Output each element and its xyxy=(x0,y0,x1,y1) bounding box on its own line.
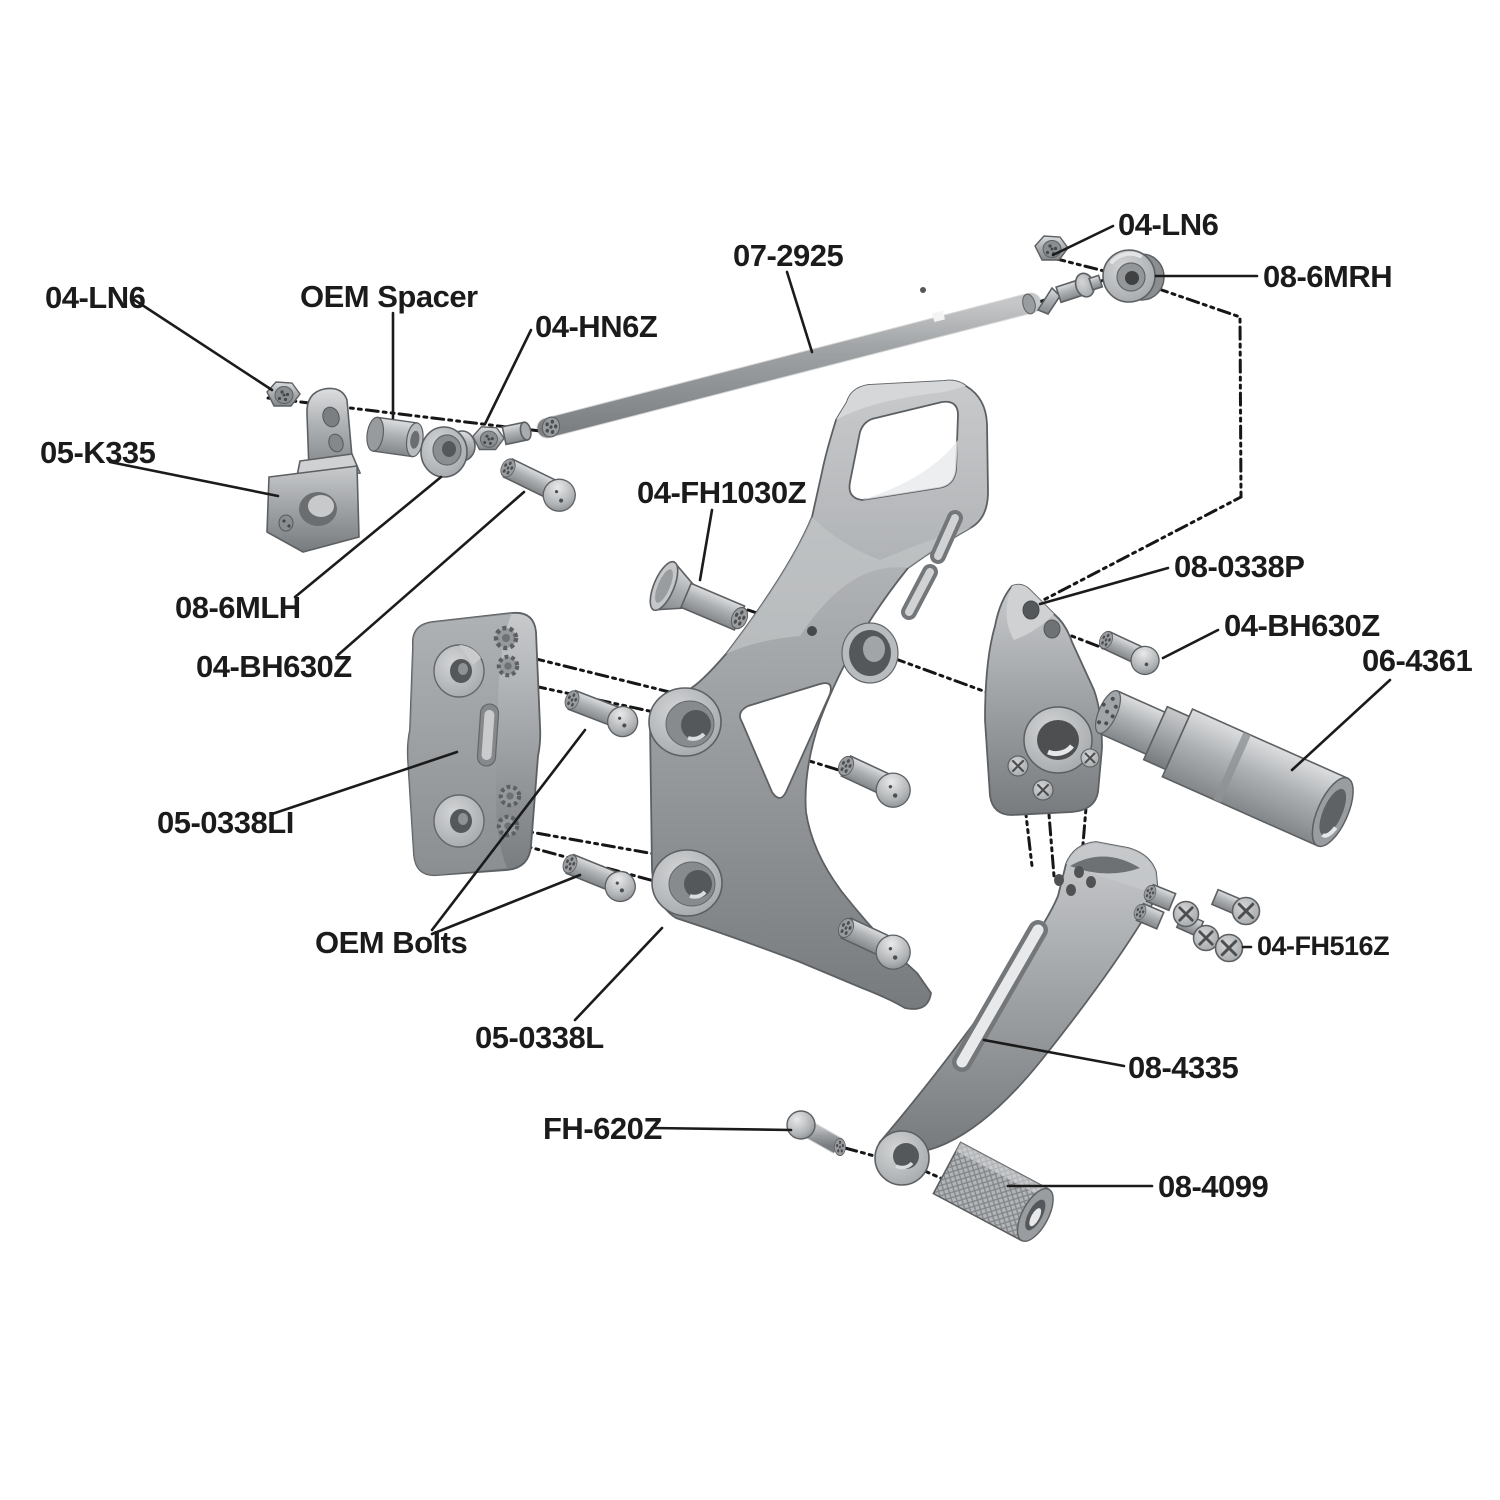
inner-mount-plate-part xyxy=(406,611,542,877)
label-05-0338l: 05-0338L xyxy=(475,1020,604,1055)
oem-spacer-part xyxy=(366,416,424,458)
oem-bolt-upper-part xyxy=(561,688,639,738)
label-04-bh630z-left: 04-BH630Z xyxy=(196,649,352,684)
shift-arm-part xyxy=(874,841,1159,1186)
label-04-fh516z: 04-FH516Z xyxy=(1257,931,1389,961)
main-bracket-part xyxy=(648,379,989,1010)
label-04-ln6-right: 04-LN6 xyxy=(1118,207,1219,242)
button-bolt-a-part xyxy=(834,753,911,808)
label-04-bh630z-right: 04-BH630Z xyxy=(1224,608,1380,643)
clamp-screw-cluster-part xyxy=(1131,883,1261,963)
label-08-6mlh: 08-6MLH xyxy=(175,590,301,625)
label-05-k335: 05-K335 xyxy=(40,435,156,470)
part-labels: 04-LN6 OEM Spacer 04-HN6Z 05-K335 07-292… xyxy=(40,207,1473,1204)
label-08-0338p: 08-0338P xyxy=(1174,549,1304,584)
label-07-2925: 07-2925 xyxy=(733,238,844,273)
label-05-0338li: 05-0338LI xyxy=(157,805,294,840)
leader-lines xyxy=(108,224,1392,1188)
label-fh-620z: FH-620Z xyxy=(543,1111,662,1146)
label-04-hn6z: 04-HN6Z xyxy=(535,309,658,344)
label-oem-bolts: OEM Bolts xyxy=(315,925,467,960)
toe-peg-part xyxy=(932,1141,1054,1242)
hanger-bracket-part xyxy=(266,387,362,553)
label-08-4335: 08-4335 xyxy=(1128,1050,1239,1085)
shift-bracket-part xyxy=(984,583,1103,816)
rod-end-stub-right xyxy=(1036,272,1104,315)
countersunk-bolt-1030-part xyxy=(649,560,752,632)
oem-bolt-lower-part xyxy=(559,852,636,903)
axis-guide-polyline xyxy=(1030,286,1243,608)
bushing-part xyxy=(420,426,476,478)
label-08-6mrh: 08-6MRH xyxy=(1263,259,1392,294)
button-bolt-b-part xyxy=(834,915,911,970)
bearing-part xyxy=(1102,249,1165,303)
label-oem-spacer: OEM Spacer xyxy=(300,279,478,314)
label-08-4099: 08-4099 xyxy=(1158,1169,1269,1204)
tie-rod-part xyxy=(536,287,1042,440)
button-bolt-left-part xyxy=(497,456,576,512)
nut-hn6z-part xyxy=(472,426,505,451)
label-04-ln6-left: 04-LN6 xyxy=(45,280,146,315)
shift-peg-bolt-part xyxy=(786,1110,847,1157)
foot-peg-part xyxy=(1094,689,1354,848)
label-06-4361: 06-4361 xyxy=(1362,643,1473,678)
label-04-fh1030z: 04-FH1030Z xyxy=(637,475,807,510)
button-bolt-right-part xyxy=(1096,628,1160,676)
rod-end-stub-left xyxy=(501,421,532,446)
nut-right-part xyxy=(1034,235,1069,261)
